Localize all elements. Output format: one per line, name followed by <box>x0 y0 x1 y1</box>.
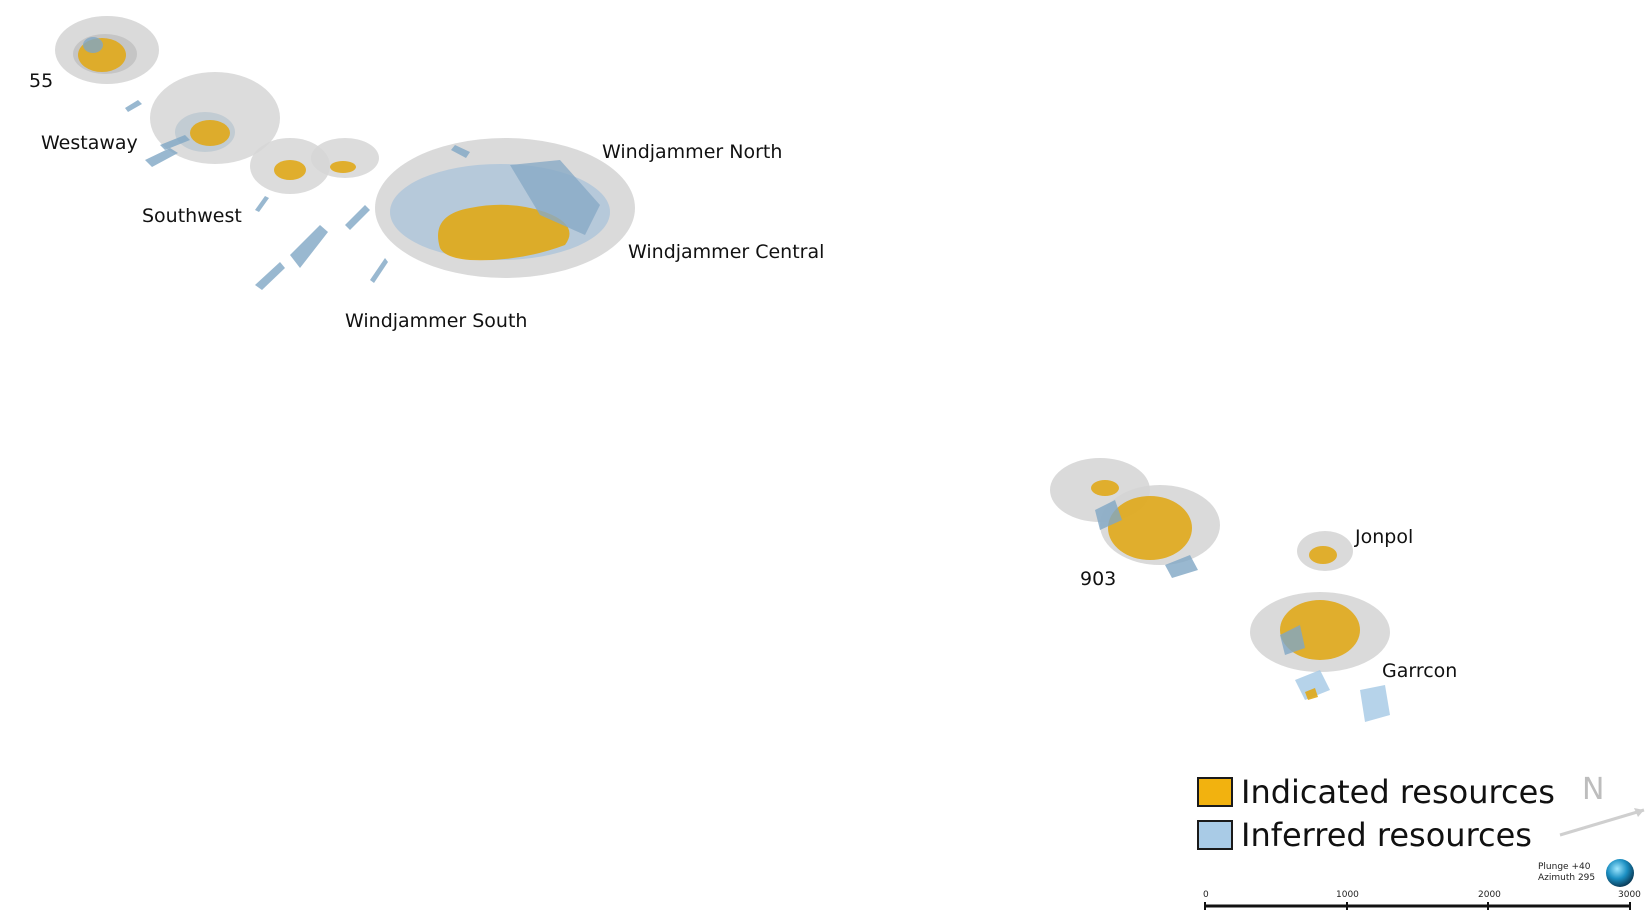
scale-bar <box>1204 902 1631 910</box>
deposit-garrcon <box>1250 592 1390 722</box>
scale-tick-1000: 1000 <box>1336 890 1359 900</box>
north-label: N <box>1582 772 1605 807</box>
deposit-jonpol <box>1297 531 1353 571</box>
label-southwest: Southwest <box>142 205 242 227</box>
deposit-southwest <box>250 138 379 212</box>
label-windjammer-north: Windjammer North <box>602 141 783 163</box>
north-arrow-icon <box>1559 808 1645 837</box>
deposit-windjammer <box>255 138 635 290</box>
label-garrcon: Garrcon <box>1382 660 1458 682</box>
legend-item-indicated: Indicated resources <box>1197 770 1555 813</box>
legend-label-inferred: Inferred resources <box>1241 815 1532 854</box>
inferred-swatch-icon <box>1197 819 1233 850</box>
legend-label-indicated: Indicated resources <box>1241 772 1555 811</box>
label-903: 903 <box>1080 568 1117 590</box>
scale-tick-3000: 3000 <box>1618 890 1641 900</box>
label-jonpol: Jonpol <box>1355 526 1414 548</box>
deposit-55 <box>55 16 159 84</box>
legend: Indicated resources Inferred resources <box>1197 770 1555 856</box>
label-windjammer-south: Windjammer South <box>345 310 528 332</box>
scale-tick-2000: 2000 <box>1478 890 1501 900</box>
label-55: 55 <box>29 70 54 92</box>
scale-tick-0: 0 <box>1203 890 1209 900</box>
label-westaway: Westaway <box>41 132 138 154</box>
deposit-westaway <box>125 72 280 167</box>
legend-item-inferred: Inferred resources <box>1197 813 1555 856</box>
azimuth-text: Azimuth 295 <box>1538 873 1596 883</box>
label-windjammer-central: Windjammer Central <box>628 241 825 263</box>
deposit-903 <box>1050 458 1220 578</box>
plunge-text: Plunge +40 <box>1538 862 1591 872</box>
view-orientation: Plunge +40 Azimuth 295 <box>1538 862 1595 884</box>
indicated-swatch-icon <box>1197 776 1233 807</box>
globe-orientation-icon <box>1606 859 1634 887</box>
